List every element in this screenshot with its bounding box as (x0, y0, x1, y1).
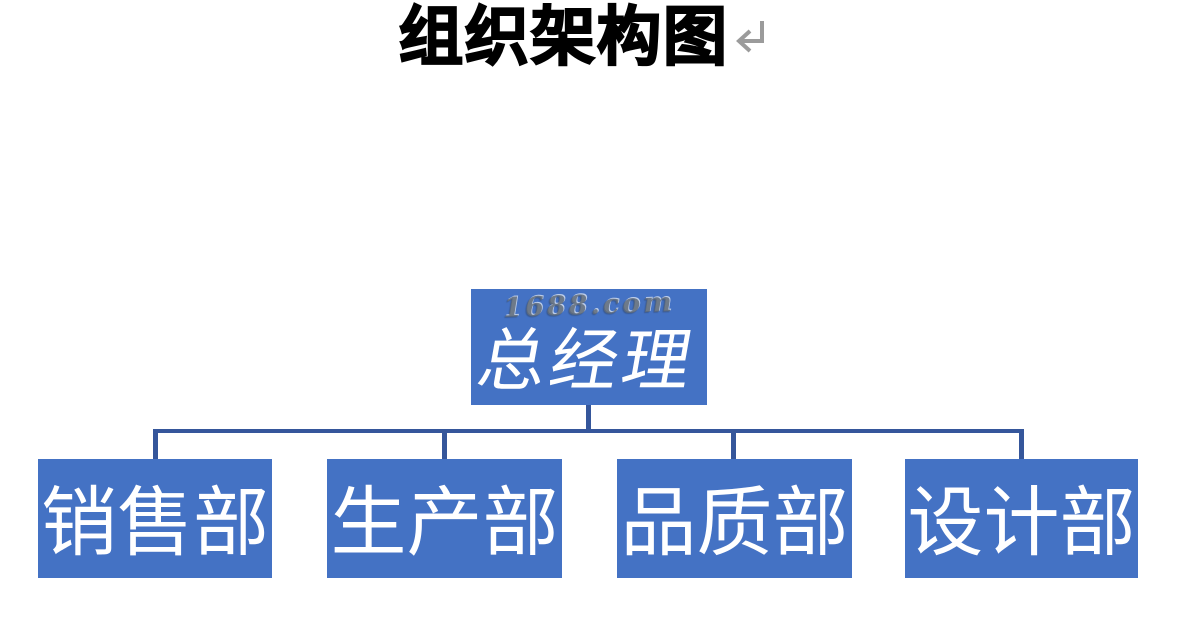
org-node-sales-dept[interactable]: 销售部 (38, 459, 272, 578)
connector-drop-quality (731, 429, 736, 459)
connector-drop-sales (153, 429, 158, 459)
org-node-design-dept[interactable]: 设计部 (905, 459, 1138, 578)
paragraph-return-icon (733, 18, 767, 56)
page-title: 组织架构图 (398, 1, 729, 74)
org-node-quality-dept[interactable]: 品质部 (617, 459, 852, 578)
org-node-label: 品质部 (620, 477, 849, 567)
connector-drop-production (442, 429, 447, 459)
connector-drop-design (1019, 429, 1024, 459)
org-node-label: 设计部 (907, 477, 1136, 567)
org-node-general-manager[interactable]: 总经理 (471, 289, 707, 405)
title-row: 组织架构图 (0, 1, 1178, 74)
connector-horizontal-line (153, 429, 1024, 433)
org-node-label: 总经理 (471, 321, 702, 401)
org-node-production-dept[interactable]: 生产部 (327, 459, 562, 578)
org-node-label: 销售部 (41, 477, 269, 567)
connector-root-stub (586, 405, 591, 431)
org-node-label: 生产部 (330, 477, 559, 567)
